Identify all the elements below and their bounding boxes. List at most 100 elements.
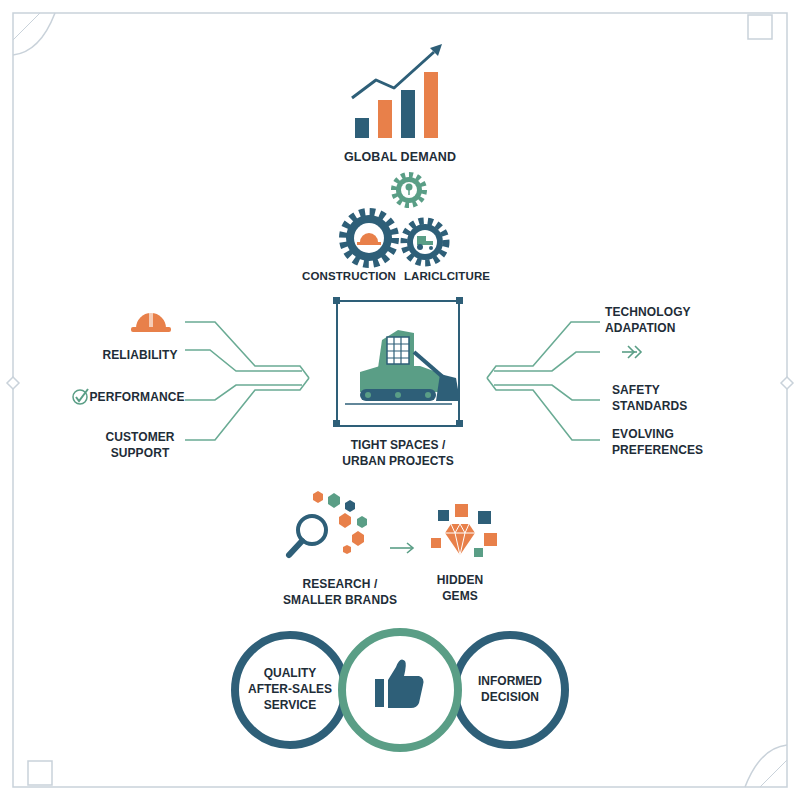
thumbs-up-circle <box>342 632 458 748</box>
circle-text-box: INFORMED DECISION <box>450 630 570 750</box>
text-label: HIDDEN GEMS <box>429 573 491 605</box>
text-label: GLOBAL DEMAND <box>320 149 480 166</box>
leader-line <box>185 385 302 400</box>
hat-dome <box>136 313 166 328</box>
gem-facets <box>445 524 475 555</box>
agriculture-gear <box>394 175 424 205</box>
box-caption: TIGHT SPACES / URBAN PROJECTS <box>330 438 466 470</box>
hexagon <box>345 500 355 512</box>
square <box>455 504 468 517</box>
bar <box>424 72 438 138</box>
square <box>474 548 483 557</box>
gem-icon <box>431 504 497 557</box>
text-label: CUSTOMER SUPPORT <box>100 430 180 462</box>
machine-box: TIGHT SPACES / URBAN PROJECTS <box>330 298 466 476</box>
square <box>478 511 491 524</box>
gear-body <box>396 177 422 203</box>
construction-gear <box>343 212 395 264</box>
tractor-wheel <box>417 244 423 250</box>
leader-line <box>185 350 302 371</box>
check-circle <box>73 390 87 404</box>
gear-body <box>407 224 443 260</box>
circle-text-box: QUALITY AFTER-SALES SERVICE <box>230 630 350 750</box>
hard-hat-icon <box>131 313 171 332</box>
trend-line <box>352 52 434 98</box>
hexagon <box>343 545 351 554</box>
chevron <box>635 346 641 358</box>
gear-teeth <box>343 212 395 264</box>
text-label: PERFORMANCE <box>87 390 187 406</box>
cage-grid <box>387 337 409 364</box>
gear-body <box>346 215 392 261</box>
hexagon <box>352 531 364 546</box>
text-label: RESEARCH / SMALLER BRANDS <box>279 577 401 609</box>
text-label: RELIABILITY <box>95 348 185 364</box>
magnifier-handle <box>289 541 302 555</box>
gem <box>445 524 475 555</box>
tractor-wheel <box>429 246 433 250</box>
loader-cab <box>378 330 414 368</box>
hexagon <box>313 491 323 503</box>
gear-hole <box>401 182 417 198</box>
leader-line <box>487 322 600 378</box>
text-label: SAFETY STANDARDS <box>612 383 700 415</box>
thumb-hand <box>388 659 424 708</box>
gear-hole <box>413 230 437 254</box>
middle-ring <box>342 632 458 748</box>
skid-steer-illustration <box>345 330 460 404</box>
gear-teeth <box>394 175 424 205</box>
arrow-head <box>407 543 413 553</box>
gear-teeth <box>404 221 446 263</box>
bar <box>378 100 392 138</box>
hard-hat-brim <box>357 242 381 245</box>
leader-line <box>494 385 600 400</box>
circle-text: INFORMED DECISION <box>462 674 558 706</box>
side-diamond <box>7 377 19 389</box>
check-icon <box>73 389 88 404</box>
bar <box>401 90 415 138</box>
square <box>438 510 449 521</box>
hat-ridge <box>149 313 153 327</box>
decision-circle: INFORMED DECISION <box>450 630 570 750</box>
text-label: CONSTRUCTION <box>294 269 404 284</box>
loader-track <box>360 389 436 401</box>
gear-hole <box>354 223 384 253</box>
loader-bucket <box>436 374 460 401</box>
track-wheel <box>395 392 401 398</box>
corner-mark <box>748 15 772 39</box>
leader-line <box>185 322 309 378</box>
hard-hat <box>360 233 378 242</box>
research-icon <box>289 491 367 555</box>
chevron <box>628 346 634 358</box>
square <box>484 533 497 546</box>
corner-line <box>13 13 40 40</box>
box-corner-marks <box>333 297 463 427</box>
decision-circle: QUALITY AFTER-SALES SERVICE <box>230 630 350 750</box>
left-converging-lines <box>185 322 309 440</box>
square <box>431 538 441 548</box>
bar-chart-icon <box>352 44 442 138</box>
thumb-cuff <box>375 679 384 707</box>
text-label: TECHNOLOGY ADAPATION <box>605 305 703 337</box>
trend-arrowhead <box>430 44 442 56</box>
page-frame <box>13 13 787 787</box>
check-mark <box>76 389 88 401</box>
flow-arrow <box>390 543 413 553</box>
hat-brim <box>131 327 171 332</box>
corner-arc <box>745 745 787 787</box>
corner-arc <box>13 13 55 55</box>
corner-mark <box>28 761 52 785</box>
side-diamond <box>781 377 793 389</box>
circle-ring <box>455 635 565 745</box>
hexagon <box>328 493 340 508</box>
text-label: LARICLCITURE <box>392 269 502 284</box>
right-converging-lines <box>487 322 600 440</box>
ground-line <box>345 403 452 405</box>
tree-trunk <box>408 189 410 195</box>
tractor-gear <box>404 221 446 263</box>
box-caption-area: TIGHT SPACES / URBAN PROJECTS <box>330 438 466 470</box>
hexagon <box>357 516 367 528</box>
loader-arm <box>414 352 444 378</box>
